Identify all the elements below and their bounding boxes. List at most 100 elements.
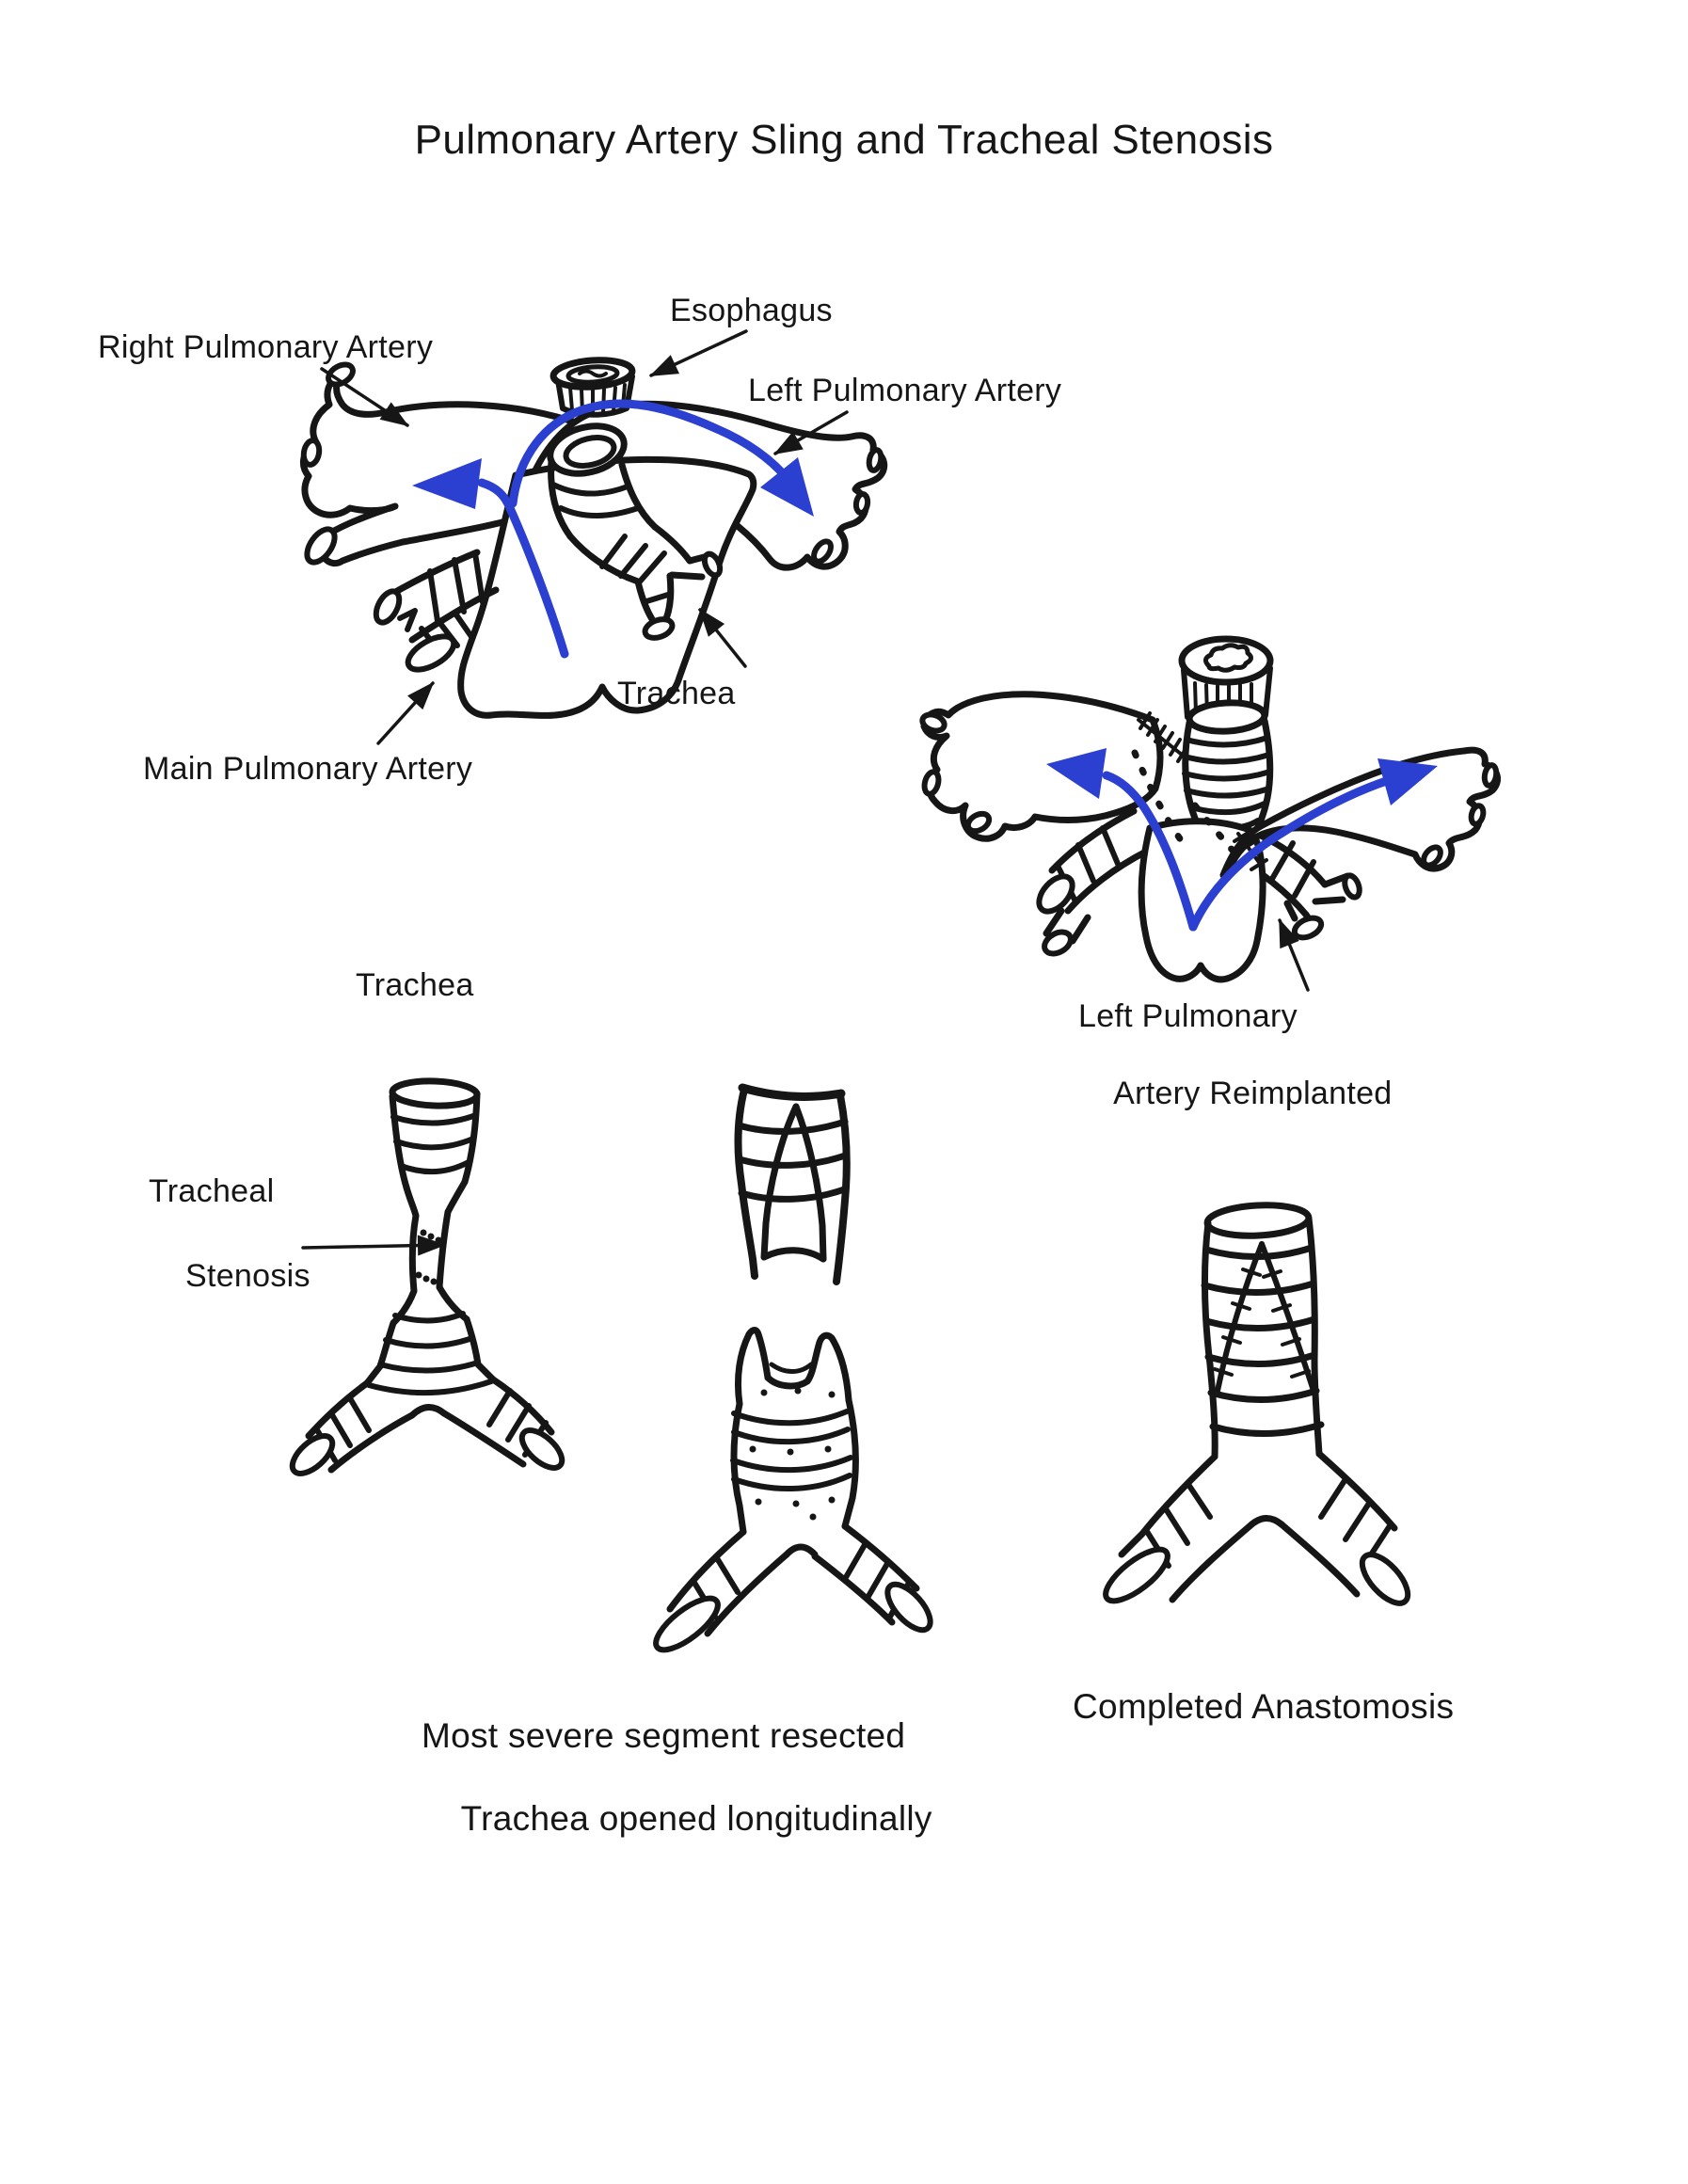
flow-arrow-right-pa xyxy=(1102,771,1198,932)
main-pulmonary-artery-outline xyxy=(457,455,757,719)
blood-flow-arrows xyxy=(1046,748,1438,932)
trachea-rings xyxy=(390,1112,479,1175)
caption-resection-line1: Most severe segment resected xyxy=(422,1716,906,1755)
fig-stenosis-illustration xyxy=(289,1077,565,1476)
valley xyxy=(764,1342,822,1390)
fig-preop-illustration xyxy=(299,329,888,745)
right-bronchus-rings xyxy=(599,534,667,584)
suture-hashes-rpa xyxy=(1137,711,1189,763)
caption-completed-anastomosis: Completed Anastomosis xyxy=(1073,1687,1455,1726)
leader-esophagus xyxy=(649,329,748,377)
lpa-branch-cut-face xyxy=(811,538,834,565)
left-bronchus-bundle xyxy=(373,549,500,673)
left-bronchus xyxy=(289,1379,416,1476)
body-edge xyxy=(841,1396,859,1530)
fig-completed-anastomosis xyxy=(1103,1202,1411,1606)
leader-main-pulmonary-artery xyxy=(376,681,435,745)
carina-notch xyxy=(408,1404,448,1419)
leader-arrows xyxy=(320,329,849,745)
label-tracheal-stenosis: Tracheal Stenosis xyxy=(149,1171,311,1298)
trachea-tube-edge xyxy=(548,457,574,540)
right-bronchus-cut-face xyxy=(642,616,676,641)
right-bronchus-stub-cut-face xyxy=(701,550,724,579)
flow-arrowhead-right xyxy=(760,457,814,517)
trachea-rings xyxy=(550,482,641,518)
lpa-branch-cut-face xyxy=(1421,844,1443,869)
lpa-branch-cut-face xyxy=(1481,762,1500,789)
right-bronchus-edge xyxy=(651,523,693,565)
longitudinal-opening xyxy=(760,1103,800,1261)
trachea-cut-face xyxy=(1186,699,1268,735)
rpa-branch-cut-face xyxy=(964,810,993,835)
flow-arrowhead-left xyxy=(412,458,482,509)
label-esophagus: Esophagus xyxy=(670,293,833,328)
label-lpa-reimplanted-line1: Left Pulmonary xyxy=(1078,998,1298,1034)
esophagus-lumen xyxy=(565,364,620,385)
page-title: Pulmonary Artery Sling and Tracheal Sten… xyxy=(414,117,1274,163)
label-lpa-reimplanted-line2: Artery Reimplanted xyxy=(1113,1076,1393,1111)
segment-rings xyxy=(735,1118,849,1203)
left-bronchus xyxy=(653,1528,790,1653)
label-main-pulmonary-artery: Main Pulmonary Artery xyxy=(143,751,473,787)
blood-flow-arrows xyxy=(412,399,814,659)
lower-trachea-edge xyxy=(363,1319,397,1387)
lower-trachea-rings xyxy=(366,1311,494,1396)
carina-notch xyxy=(1246,1515,1285,1530)
leader-lpa-reimplanted xyxy=(1278,918,1310,992)
leader-tracheal-stenosis xyxy=(301,1235,446,1256)
right-bronchus-band xyxy=(641,592,671,605)
label-lpa-reimplanted: Left Pulmonary Artery Reimplanted xyxy=(1078,997,1393,1113)
lpa-branch-cut-face xyxy=(852,491,871,516)
right-flap xyxy=(815,1331,852,1404)
flow-arrowhead-left xyxy=(1046,748,1107,799)
leader-trachea xyxy=(698,608,747,668)
anastomosis-suture-line xyxy=(1213,1241,1316,1394)
opening-bottom-arc xyxy=(760,1247,827,1263)
flow-arrow-right-pa xyxy=(477,478,569,659)
trachea-lumen xyxy=(563,435,617,469)
lpa-branch-cut-face xyxy=(866,447,884,473)
label-left-pulmonary-artery: Left Pulmonary Artery xyxy=(748,373,1062,408)
fig-reimplant-illustration xyxy=(919,635,1502,992)
lpa-branch-cut-face xyxy=(1468,803,1487,827)
right-bronchus xyxy=(440,1376,565,1471)
flow-arrowhead-right xyxy=(1377,758,1438,805)
body-edge xyxy=(730,1400,747,1536)
lower-trachea-edge xyxy=(463,1315,497,1383)
suture-dots xyxy=(749,1387,836,1521)
rpa-branch-cut-face xyxy=(300,438,323,468)
trachea-edge xyxy=(1305,1215,1323,1458)
fig-opened-trachea xyxy=(653,1327,933,1653)
leader-left-pulmonary-artery xyxy=(773,410,849,455)
segment-left-edge xyxy=(734,1086,758,1280)
label-tracheal-stenosis-line2: Stenosis xyxy=(185,1258,311,1294)
right-bronchus xyxy=(1278,1450,1411,1606)
trachea-rings xyxy=(1182,735,1273,832)
label-trachea-preop: Trachea xyxy=(617,676,736,711)
trachea-tube-edge xyxy=(618,461,659,531)
stenosis-neck xyxy=(390,1184,420,1327)
dashed-former-course xyxy=(1131,749,1238,856)
trachea-edge xyxy=(1201,1220,1218,1460)
label-trachea-stenosis-fig: Trachea xyxy=(356,967,474,1003)
right-bronchus-edge xyxy=(566,533,642,585)
right-bronchus xyxy=(811,1522,933,1634)
segment-top-edge xyxy=(738,1083,846,1101)
left-bronchus-bundle xyxy=(1036,807,1150,957)
leader-right-pulmonary-artery xyxy=(320,367,409,427)
flow-arrow-left-pa xyxy=(1188,773,1403,932)
rpa-branch-cut-face xyxy=(919,711,948,734)
caption-resection-line2: Trachea opened longitudinally xyxy=(460,1799,932,1838)
label-right-pulmonary-artery: Right Pulmonary Artery xyxy=(98,329,434,365)
inner-wall-line xyxy=(769,1362,814,1374)
rpa-branch-cut-face xyxy=(921,769,942,797)
carina-notch xyxy=(783,1543,819,1558)
fig-resected-segment xyxy=(734,1083,851,1285)
trachea-cut-face xyxy=(389,1077,481,1109)
esophagus-lumen-fold xyxy=(578,369,608,378)
esophagus-lumen xyxy=(1203,643,1253,673)
longitudinal-opening xyxy=(792,1103,827,1263)
cartilage-band-strips xyxy=(730,1409,853,1491)
trachea-tube-edge xyxy=(1250,717,1274,837)
